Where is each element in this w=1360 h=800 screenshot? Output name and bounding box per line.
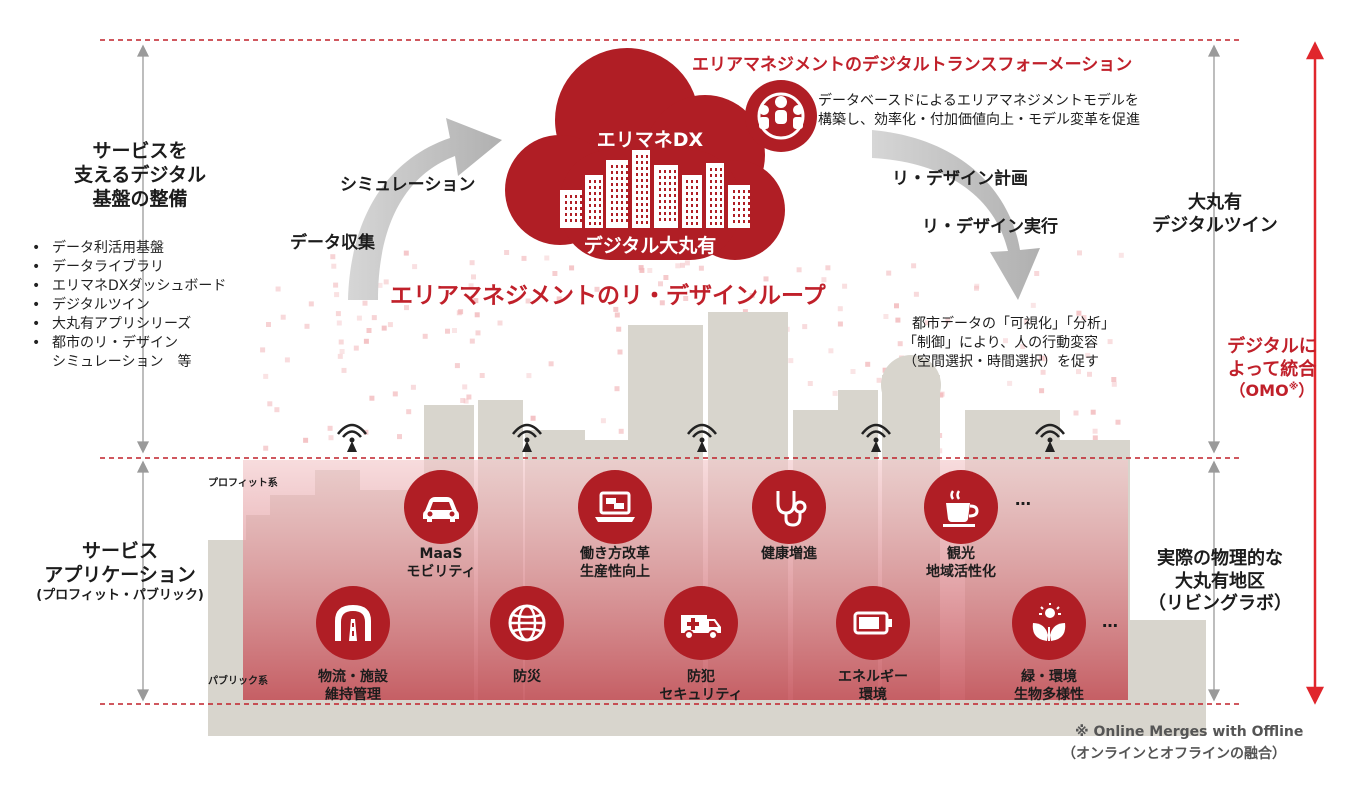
cloud-building-windows bbox=[565, 155, 750, 225]
digital-base-line1: サービスを bbox=[92, 140, 188, 162]
physical-area-line2: 大丸有地区 bbox=[1175, 570, 1265, 592]
omo-text: （OMO bbox=[1229, 381, 1289, 400]
omo-heading: デジタルに よって統合 （OMO※） bbox=[1222, 336, 1322, 401]
service-line1: 防災 bbox=[513, 669, 541, 685]
battery-icon bbox=[836, 586, 910, 660]
list-item: エリマネDXダッシュボード bbox=[30, 277, 226, 296]
redesign-plan-label: リ・デザイン計画 bbox=[892, 169, 1028, 189]
digital-twin-heading: 大丸有 デジタルツイン bbox=[1130, 192, 1300, 237]
data-collection-label: データ収集 bbox=[290, 233, 375, 253]
service-line2: モビリティ bbox=[406, 564, 476, 581]
service-line1: MaaS bbox=[419, 546, 463, 562]
omo-arrow bbox=[1305, 41, 1325, 705]
leaf-sun-icon bbox=[1012, 586, 1086, 660]
city-data-line1: 都市データの「可視化」「分析」 bbox=[912, 316, 1115, 332]
service-label-greenery: 緑・環境 生物多様性 bbox=[969, 668, 1129, 704]
divider-lines bbox=[100, 39, 1240, 705]
digital-base-list: データ利活用基盤 データライブラリ エリマネDXダッシュボード デジタルツイン … bbox=[30, 239, 226, 372]
digital-base-line3: 基盤の整備 bbox=[92, 187, 188, 210]
service-label-health: 健康増進 bbox=[709, 545, 869, 563]
cloud-bottom-label: デジタル大丸有 bbox=[583, 235, 717, 257]
physical-area-line1: 実際の物理的な bbox=[1157, 548, 1283, 569]
service-label-disaster: 防災 bbox=[447, 668, 607, 686]
omo-line2: よって統合 bbox=[1227, 358, 1317, 380]
public-ellipsis: … bbox=[1102, 612, 1118, 631]
globe-icon bbox=[490, 586, 564, 660]
footnote-line2: （オンラインとオフラインの融合） bbox=[1062, 746, 1286, 762]
city-data-line2: 「制御」により、人の行動変容 bbox=[903, 335, 1099, 351]
loop-arrow-right bbox=[872, 130, 1040, 300]
service-app-line1: サービス bbox=[81, 540, 158, 562]
coffee-cup-icon bbox=[924, 470, 998, 544]
simulation-label: シミュレーション bbox=[340, 175, 476, 195]
list-item: 大丸有アプリシリーズ bbox=[30, 315, 226, 334]
antenna-icon bbox=[337, 423, 367, 452]
service-label-energy: エネルギー 環境 bbox=[793, 668, 953, 704]
antenna-icon bbox=[1035, 423, 1065, 452]
redesign-execution-label: リ・デザイン実行 bbox=[922, 217, 1058, 237]
car-icon bbox=[404, 470, 478, 544]
service-line2: セキュリティ bbox=[659, 687, 743, 704]
service-label-logistics: 物流・施設 維持管理 bbox=[273, 668, 433, 704]
service-line2: 生産性向上 bbox=[580, 564, 650, 581]
public-category-label: パブリック系 bbox=[208, 676, 268, 687]
service-app-line3: (プロフィット・パブリック) bbox=[36, 587, 204, 603]
digital-twin-line2: デジタルツイン bbox=[1152, 214, 1278, 236]
service-label-security: 防犯 セキュリティ bbox=[621, 668, 781, 704]
digital-base-heading: サービスを 支えるデジタル 基盤の整備 bbox=[50, 140, 230, 211]
service-line1: 健康増進 bbox=[761, 546, 817, 562]
list-item: デジタルツイン bbox=[30, 296, 226, 315]
cloud-top-label: エリマネDX bbox=[596, 129, 704, 151]
service-line1: 物流・施設 bbox=[318, 669, 388, 685]
omo-close: ） bbox=[1298, 381, 1315, 400]
list-item: データライブラリ bbox=[30, 258, 226, 277]
antenna-icon bbox=[687, 423, 717, 452]
profit-ellipsis: … bbox=[1015, 490, 1031, 509]
omo-line1: デジタルに bbox=[1227, 336, 1317, 357]
omo-mark: ※ bbox=[1288, 381, 1299, 393]
antenna-icon bbox=[861, 423, 891, 452]
service-line2: 生物多様性 bbox=[1014, 687, 1084, 704]
footnote-line1: ※ Online Merges with Offline bbox=[1075, 724, 1304, 740]
dx-description-line2: 構築し、効率化・付加価値向上・モデル変革を促進 bbox=[818, 112, 1140, 128]
redesign-loop-title: エリアマネジメントのリ・デザインループ bbox=[390, 283, 826, 309]
service-app-heading: サービス アプリケーション (プロフィット・パブリック) bbox=[20, 540, 220, 604]
service-line2: 環境 bbox=[859, 687, 887, 704]
digital-base-line2: 支えるデジタル bbox=[73, 163, 207, 186]
laptop-chat-icon bbox=[578, 470, 652, 544]
physical-area-heading: 実際の物理的な 大丸有地区 （リビングラボ） bbox=[1135, 548, 1305, 616]
list-item: データ利活用基盤 bbox=[30, 239, 226, 258]
service-line1: 働き方改革 bbox=[580, 546, 650, 562]
service-label-maas: MaaS モビリティ bbox=[361, 545, 521, 581]
right-vertical-arrows bbox=[1207, 44, 1221, 702]
city-data-line3: （空間選択・時間選択）を促す bbox=[903, 354, 1099, 370]
loop-arrow-left bbox=[348, 118, 502, 300]
digital-twin-line1: 大丸有 bbox=[1188, 192, 1242, 213]
omo-line3: （OMO※） bbox=[1222, 381, 1322, 401]
antenna-icons bbox=[337, 423, 1065, 452]
tunnel-road-icon bbox=[316, 586, 390, 660]
dx-description-line1: データベースドによるエリアマネジメントモデルを bbox=[818, 93, 1139, 109]
service-app-line2: アプリケーション bbox=[44, 563, 196, 586]
service-label-workstyle: 働き方改革 生産性向上 bbox=[535, 545, 695, 581]
physical-area-line3: （リビングラボ） bbox=[1148, 593, 1292, 614]
list-item-continued: シミュレーション 等 bbox=[52, 354, 192, 370]
stethoscope-icon bbox=[752, 470, 826, 544]
list-item: 都市のリ・デザイン bbox=[30, 334, 226, 353]
service-line1: 緑・環境 bbox=[1021, 669, 1077, 685]
service-line1: 防犯 bbox=[687, 669, 715, 685]
people-group-icon bbox=[745, 80, 817, 152]
scattered-dots bbox=[260, 250, 1124, 454]
service-label-tourism: 観光 地域活性化 bbox=[881, 545, 1041, 581]
service-line2: 維持管理 bbox=[325, 687, 381, 704]
service-line1: エネルギー bbox=[838, 669, 908, 685]
ambulance-icon bbox=[664, 586, 738, 660]
dx-title: エリアマネジメントのデジタルトランスフォーメーション bbox=[692, 55, 1133, 75]
service-line2: 地域活性化 bbox=[926, 564, 996, 581]
service-line1: 観光 bbox=[947, 546, 975, 562]
profit-category-label: プロフィット系 bbox=[208, 478, 278, 489]
antenna-icon bbox=[512, 423, 542, 452]
